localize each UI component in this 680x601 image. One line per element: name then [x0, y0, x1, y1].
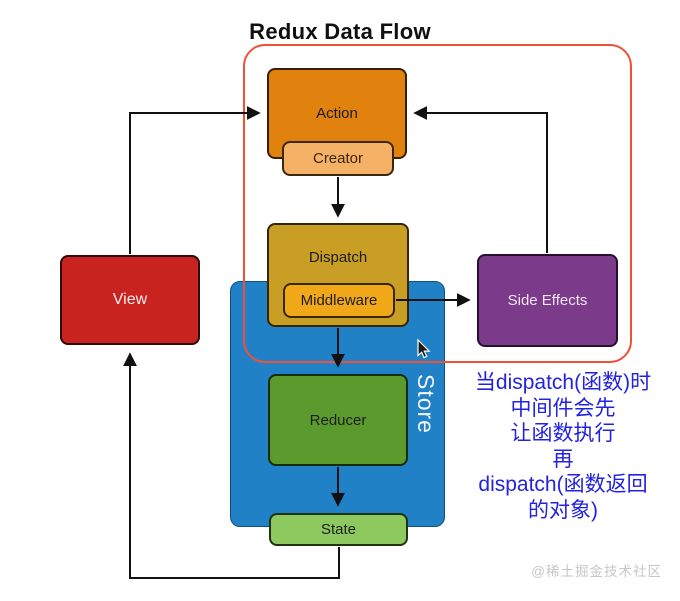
- node-creator-label: Creator: [312, 150, 364, 167]
- annotation-line: 再: [552, 447, 574, 471]
- node-side-effects: Side Effects: [477, 254, 618, 347]
- node-dispatch-label: Dispatch: [308, 249, 368, 266]
- node-state: State: [269, 513, 408, 546]
- annotation-line: 中间件会先: [510, 396, 616, 420]
- node-creator: Creator: [282, 141, 394, 176]
- store-label: Store: [413, 374, 439, 434]
- node-middleware: Middleware: [283, 283, 395, 318]
- node-view-label: View: [112, 291, 148, 308]
- node-reducer-label: Reducer: [309, 411, 367, 429]
- node-state-label: State: [320, 521, 357, 538]
- node-action-label: Action: [316, 105, 358, 122]
- node-middleware-label: Middleware: [300, 292, 378, 309]
- node-reducer: Reducer: [268, 374, 408, 466]
- annotation-line: 让函数执行: [510, 422, 616, 445]
- annotation-line: dispatch(函数返回: [478, 473, 648, 496]
- diagram-title: Redux Data Flow: [249, 19, 431, 44]
- annotation-text: 当dispatch(函数)时 中间件会先 让函数执行 再 dispatch(函数…: [450, 370, 676, 523]
- watermark: @稀土掘金技术社区: [531, 564, 662, 579]
- node-view: View: [60, 255, 200, 345]
- edge-view-to-action: [129, 106, 261, 254]
- node-side-effects-label: Side Effects: [507, 292, 588, 309]
- annotation-line: 当dispatch(函数)时: [474, 371, 652, 394]
- annotation-line: 的对象): [528, 498, 598, 522]
